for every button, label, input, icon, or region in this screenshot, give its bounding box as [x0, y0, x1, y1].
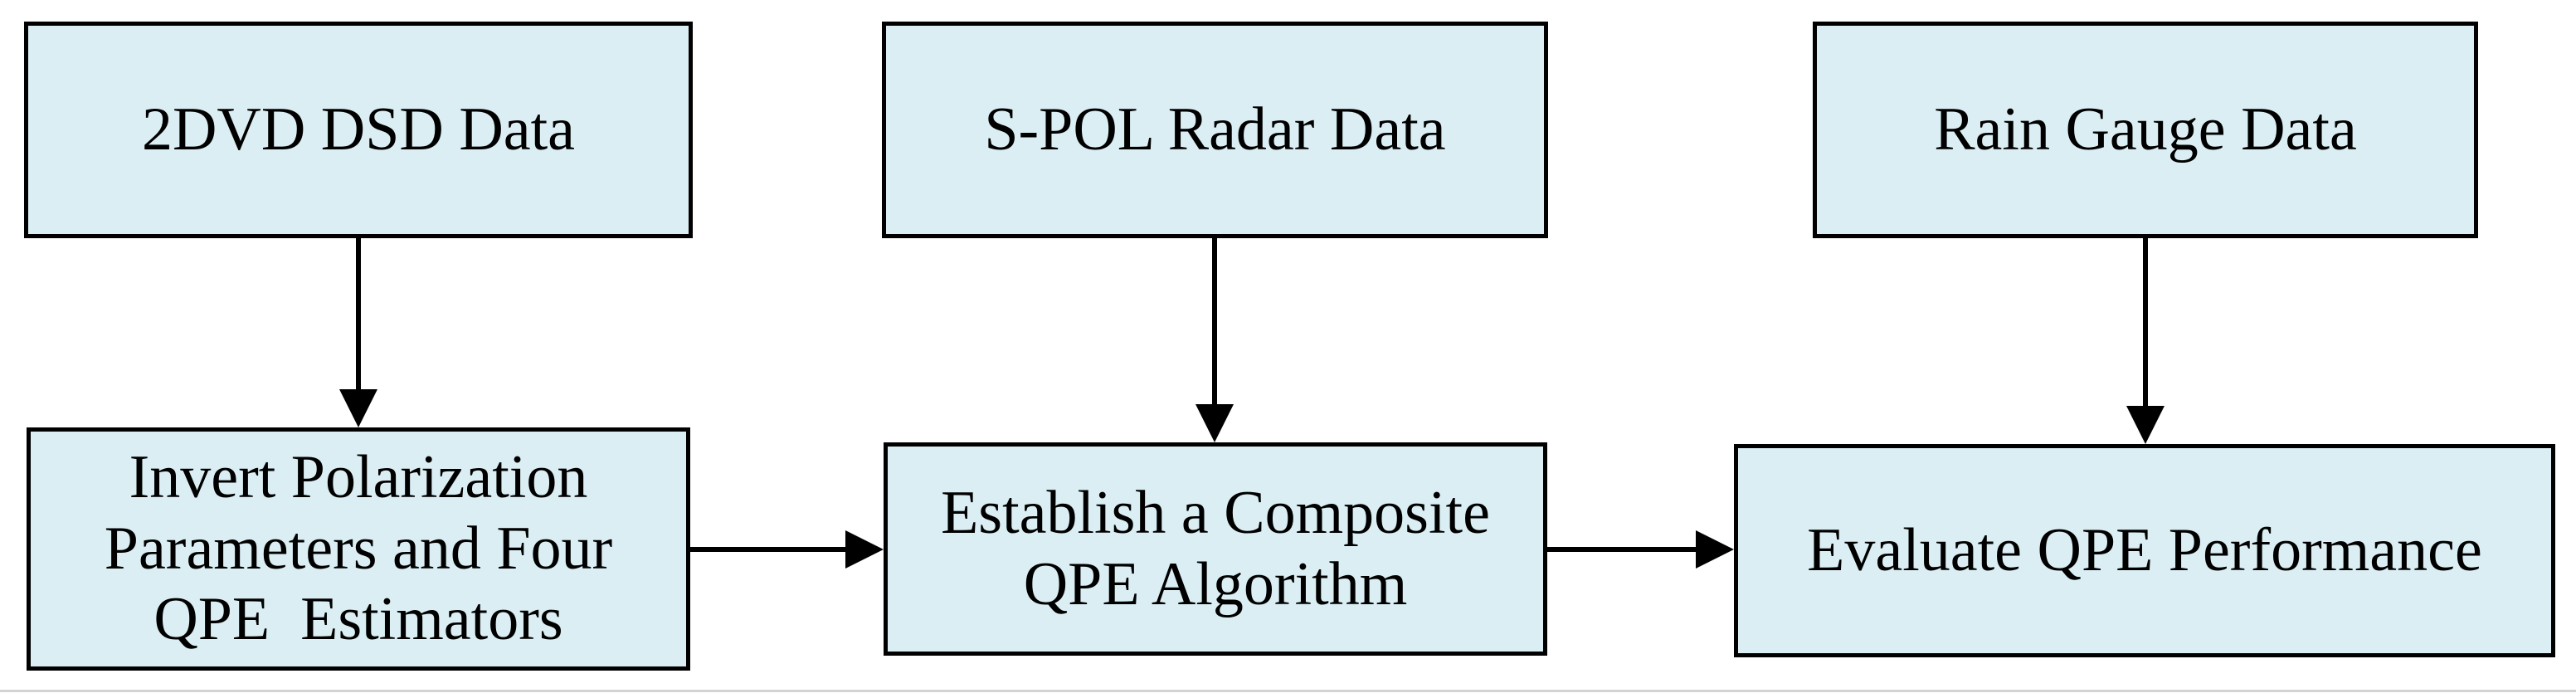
node-establish-composite: Establish a Composite QPE Algorithm — [884, 442, 1547, 656]
node-spol-radar-data-label: S-POL Radar Data — [984, 95, 1446, 164]
node-2dvd-dsd-data: 2DVD DSD Data — [24, 22, 693, 238]
node-evaluate-qpe-label: Evaluate QPE Performance — [1807, 515, 2482, 584]
arrow-line — [2143, 238, 2148, 406]
node-invert-polarization-label: Invert Polarization Parameters and Four … — [104, 442, 613, 654]
arrowhead-down-icon — [2126, 406, 2165, 444]
node-spol-radar-data: S-POL Radar Data — [882, 22, 1548, 238]
node-evaluate-qpe: Evaluate QPE Performance — [1734, 444, 2555, 657]
bottom-divider-line — [0, 690, 2576, 692]
node-invert-polarization: Invert Polarization Parameters and Four … — [27, 427, 690, 671]
arrowhead-right-icon — [845, 530, 884, 569]
arrowhead-right-icon — [1696, 530, 1734, 569]
node-2dvd-dsd-data-label: 2DVD DSD Data — [141, 95, 576, 164]
node-establish-composite-label: Establish a Composite QPE Algorithm — [941, 478, 1490, 618]
arrow-line — [1212, 238, 1217, 404]
node-rain-gauge-data: Rain Gauge Data — [1813, 22, 2478, 238]
arrow-line — [1547, 547, 1696, 552]
arrow-line — [356, 238, 361, 389]
arrowhead-down-icon — [339, 389, 377, 427]
arrowhead-down-icon — [1195, 404, 1234, 442]
node-rain-gauge-data-label: Rain Gauge Data — [1934, 95, 2357, 164]
arrow-line — [690, 547, 845, 552]
